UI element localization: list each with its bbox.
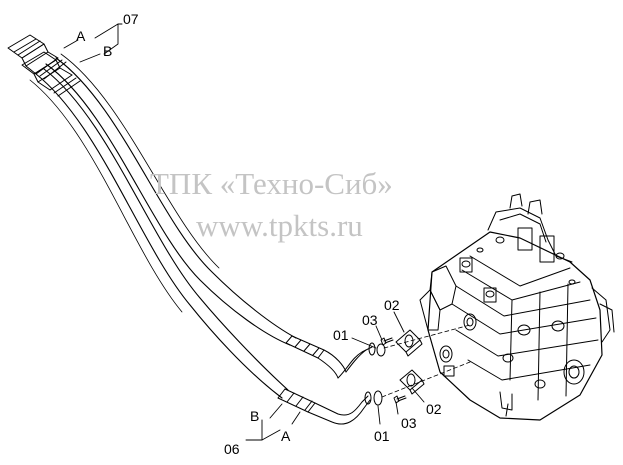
elbow-tube-lower	[307, 391, 372, 425]
label-hose-upper-a: A	[76, 28, 86, 44]
label-part-01-upper: 01	[333, 327, 349, 343]
hose-end-fitting-b	[21, 51, 81, 97]
label-hose-upper-b: B	[103, 43, 112, 59]
assembly-centerlines	[381, 324, 471, 398]
hose-assembly-upper	[45, 53, 297, 346]
label-part-06: 06	[224, 441, 240, 457]
control-valve-block	[419, 193, 615, 421]
hose-crimp-sleeve-lower	[277, 388, 316, 413]
label-part-01-lower: 01	[374, 428, 390, 444]
watermark-url: www.tpkts.ru	[196, 208, 363, 243]
hose-assembly-lower	[29, 68, 289, 399]
label-hose-lower-b: B	[250, 408, 259, 424]
watermark-company: ТПК «Техно-Сиб»	[150, 166, 393, 201]
label-hose-lower-a: A	[281, 428, 291, 444]
hose-crimp-sleeve-upper	[285, 335, 347, 379]
elbow-tube-upper	[337, 342, 376, 379]
label-part-03-upper: 03	[362, 312, 378, 328]
o-ring-lower	[373, 390, 383, 406]
bolt-upper	[380, 337, 394, 346]
split-flange-lower	[399, 369, 425, 395]
label-part-07: 07	[123, 11, 139, 27]
split-flange-upper	[395, 329, 423, 357]
label-part-02-lower: 02	[426, 401, 442, 417]
leader-lines	[63, 23, 425, 441]
o-ring-upper	[376, 343, 386, 357]
label-part-03-lower: 03	[401, 415, 417, 431]
label-part-02-upper: 02	[384, 297, 400, 313]
bolt-lower	[393, 395, 407, 404]
